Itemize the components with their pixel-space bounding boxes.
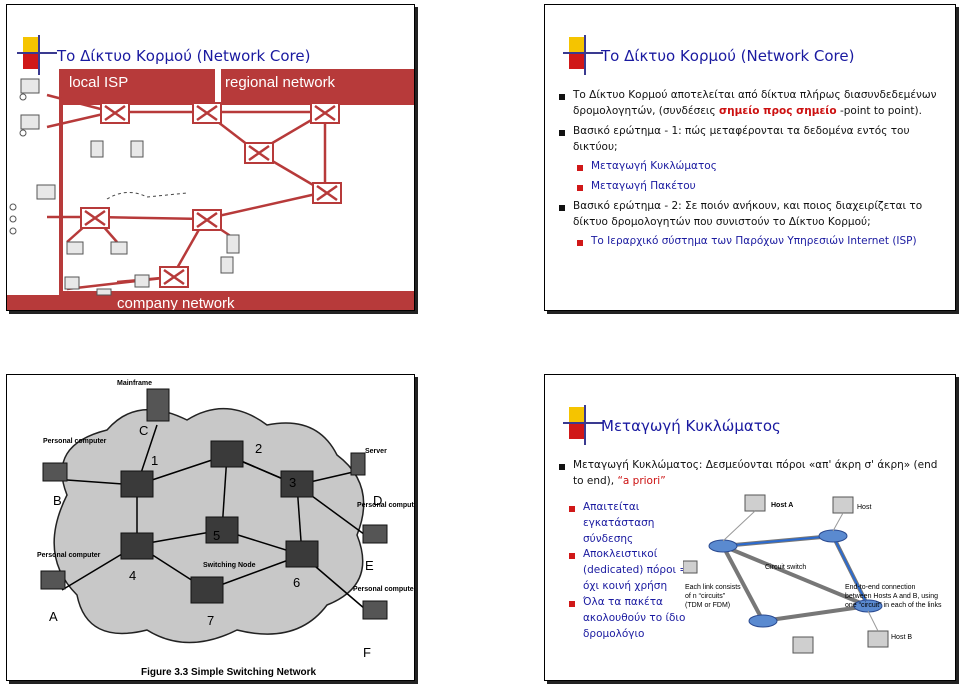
host-label: Host	[857, 504, 871, 511]
personal-computer-label: Personal computer	[43, 438, 107, 445]
node-letter: D	[373, 493, 382, 508]
left-note-line: Each link consists	[685, 584, 741, 591]
endpoint-icons	[40, 388, 388, 620]
highlight-point-to-point: σημείο προς σημείο	[718, 105, 837, 117]
slide-network-core-diagram[interactable]: Το Δίκτυο Κορμού (Network Core) local IS…	[6, 4, 415, 311]
sub-bullet-icon	[569, 553, 575, 559]
slide-circuit-switching[interactable]: Μεταγωγή Κυκλώματος Μεταγωγή Κυκλώματος:…	[544, 374, 956, 681]
node-letter: F	[363, 645, 371, 660]
slide-switching-network-figure[interactable]: Mainframe Personal computer Personal com…	[6, 374, 415, 681]
node-letter: E	[365, 558, 374, 573]
sub-bullet-icon	[569, 601, 575, 607]
text-line: Βασικό ερώτημα - 1: πώς μεταφέρονται τα …	[573, 125, 910, 137]
sub-item-same-route: Όλα τα πακέτα ακολουθούν το ίδιο δρομολό…	[583, 596, 686, 640]
host-computer-icons	[9, 78, 240, 296]
sub-item-circuit-switching: Μεταγωγή Κυκλώματος	[591, 160, 717, 172]
switching-node-label: Switching Node	[203, 562, 256, 569]
paragraph-question-1: Βασικό ερώτημα - 1: πώς μεταφέρονται τα …	[573, 123, 910, 155]
figure-caption: Figure 3.3 Simple Switching Network	[141, 667, 316, 678]
node-number: 1	[151, 453, 158, 468]
server-label: Server	[365, 448, 387, 455]
company-network-label: company network	[117, 295, 235, 310]
personal-computer-label: Personal computer	[353, 586, 414, 593]
bullet-icon	[559, 94, 565, 100]
right-note-line: End-to-end connection	[845, 584, 916, 591]
sub-item-isp-hierarchy: Το Ιεραρχικό σύστημα των Παρόχων Υπηρεσι…	[591, 235, 917, 247]
slide-title: Μεταγωγή Κυκλώματος	[601, 417, 781, 435]
bullet-icon	[559, 464, 565, 470]
host-b-label: Host B	[891, 634, 912, 641]
personal-computer-label: Personal computer	[37, 552, 101, 559]
bullet-icon	[559, 130, 565, 136]
circuit-switch-diagram: Host A Host Host B Circuit switch Each l…	[683, 494, 942, 654]
node-number: 7	[207, 613, 214, 628]
regional-network-label: regional network	[225, 74, 336, 91]
node-letter: A	[49, 609, 58, 624]
sub-item-dedicated-resources: Αποκλειστικοί (dedicated) πόροι = όχι κο…	[583, 548, 689, 592]
node-number: 2	[255, 441, 262, 456]
text-line: Μεταγωγή Κυκλώματος: Δεσμεύονται πόροι «…	[573, 459, 938, 471]
sub-bullet-icon	[577, 240, 583, 246]
node-number: 3	[289, 475, 296, 490]
right-note-line: one “circuit” in each of the links	[845, 602, 942, 609]
host-computer-icons	[683, 494, 889, 654]
sub-bullet-icon	[569, 506, 575, 512]
simple-switching-network-figure: Mainframe Personal computer Personal com…	[37, 380, 414, 678]
circuit-switch-label: Circuit switch	[765, 564, 806, 571]
text-line: δικτύου;	[573, 141, 618, 153]
text-line: Βασικό ερώτημα - 2: Σε ποιόν ανήκουν, κα…	[573, 200, 923, 212]
sub-bullet-icon	[577, 185, 583, 191]
circuit-switch-icons	[708, 529, 883, 628]
slide-corner-decoration	[17, 35, 57, 75]
mainframe-label: Mainframe	[117, 380, 152, 387]
left-note-line: of n “circuits”	[685, 593, 726, 600]
slide-title: Το Δίκτυο Κορμού (Network Core)	[57, 47, 311, 65]
network-core-illustration: local ISP regional network company netwo…	[7, 69, 414, 310]
local-isp-label: local ISP	[69, 74, 128, 91]
right-note-line: between Hosts A and B, using	[845, 593, 938, 600]
paragraph-circuit-switching-definition: Μεταγωγή Κυκλώματος: Δεσμεύονται πόροι «…	[573, 459, 938, 487]
slide-corner-decoration	[563, 35, 603, 75]
text-line: δρομολογητών, (συνδέσεις σημείο προς σημ…	[573, 105, 922, 117]
left-note-line: (TDM or FDM)	[685, 602, 730, 609]
a-priori-text: “a priori”	[617, 475, 666, 487]
host-a-label: Host A	[771, 502, 793, 509]
slide-network-core-text[interactable]: Το Δίκτυο Κορμού (Network Core) Το Δίκτυ…	[544, 4, 956, 311]
slide-title: Το Δίκτυο Κορμού (Network Core)	[601, 47, 855, 65]
paragraph-question-2: Βασικό ερώτημα - 2: Σε ποιόν ανήκουν, κα…	[573, 198, 922, 230]
sub-item-packet-switching: Μεταγωγή Πακέτου	[591, 180, 696, 192]
switching-node-icons	[120, 440, 319, 604]
node-letter: C	[139, 423, 148, 438]
bullet-icon	[559, 205, 565, 211]
sub-bullet-icon	[577, 165, 583, 171]
personal-computer-label: Personal computer	[357, 502, 414, 509]
text-line: δίκτυο δρομολογητών που συνιστούν το Δίκ…	[573, 216, 871, 228]
slide-corner-decoration	[563, 405, 603, 445]
node-number: 6	[293, 575, 300, 590]
paragraph-network-core-definition: Το Δίκτυο Κορμού αποτελείται από δίκτυα …	[573, 87, 937, 119]
sub-item-setup-required: Απαιτείται εγκατάσταση σύνδεσης	[583, 501, 655, 545]
node-number: 5	[213, 528, 220, 543]
text-line: Το Δίκτυο Κορμού αποτελείται από δίκτυα …	[573, 89, 937, 101]
node-letter: B	[53, 493, 62, 508]
node-number: 4	[129, 568, 136, 583]
